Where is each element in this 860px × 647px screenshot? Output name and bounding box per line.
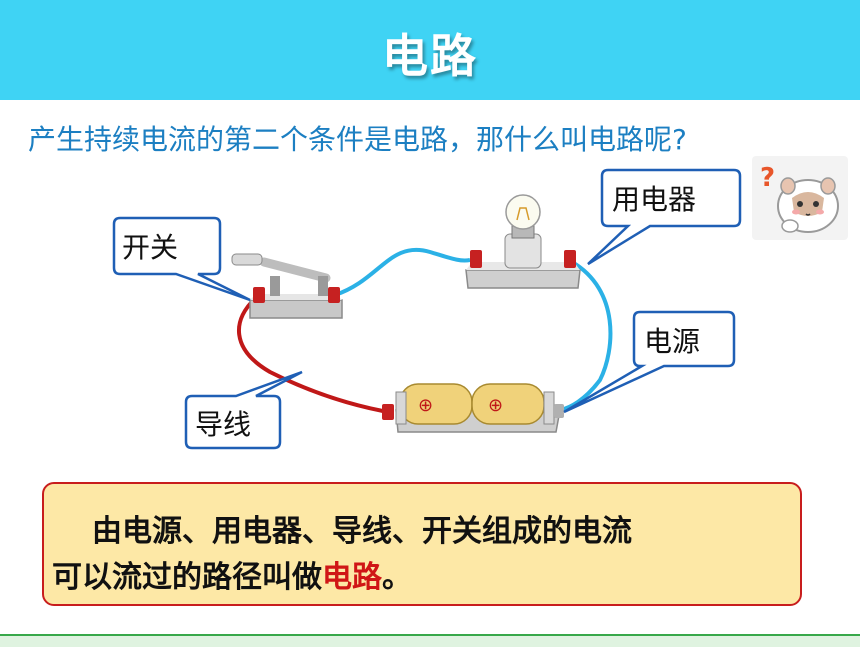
label-power: 电源: [644, 325, 700, 358]
definition-line-2-suffix: 。: [382, 560, 412, 595]
callout-power: 电源: [563, 310, 736, 414]
label-wire: 导线: [195, 408, 251, 441]
wire-switch-to-battery: [236, 294, 389, 414]
page-title: 电路: [382, 29, 478, 83]
battery-positive-icon: ⊕: [418, 395, 433, 416]
wire-bulb-to-battery: [559, 260, 613, 412]
switch-component: [231, 253, 343, 319]
definition-line-2-prefix: 可以流过的路径叫做: [52, 560, 322, 595]
label-appliance: 用电器: [612, 183, 696, 216]
wire-switch-to-bulb: [334, 247, 471, 297]
title-bar: [0, 0, 860, 100]
callout-wire: 导线: [184, 370, 303, 450]
callout-switch: 开关: [112, 216, 251, 302]
battery-positive-icon: ⊕: [488, 395, 503, 416]
bulb-component: [465, 194, 581, 289]
circuit-diagram: ⊕ ⊕ 开关 用电器 电源 导线: [112, 168, 742, 450]
confused-hamster-icon: ?: [752, 156, 848, 240]
definition-line-1: 由电源、用电器、导线、开关组成的电流: [92, 514, 632, 549]
battery-component: ⊕ ⊕: [382, 383, 564, 433]
label-switch: 开关: [122, 231, 178, 264]
definition-highlight: 电路: [322, 560, 382, 595]
definition-line-2: 可以流过的路径叫做电路。: [52, 552, 412, 596]
definition-box: [42, 482, 802, 606]
question-mark-icon: ?: [760, 163, 775, 193]
footer-bar: [0, 634, 860, 647]
callout-appliance: 用电器: [587, 168, 742, 266]
question-text: 产生持续电流的第二个条件是电路，那什么叫电路呢?: [28, 123, 687, 156]
